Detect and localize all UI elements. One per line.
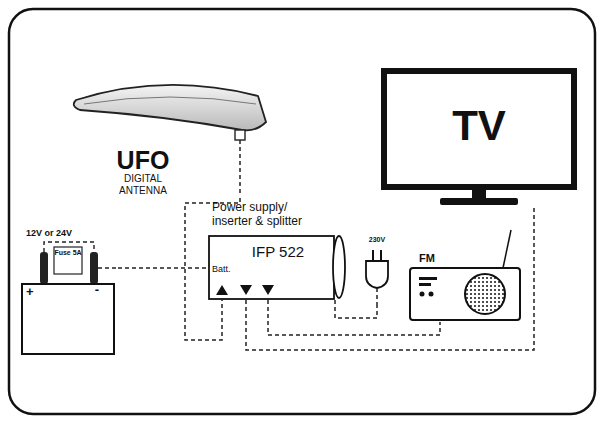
power-supply-box: Power supply/ inserter & splitterIFP 522…: [208, 235, 345, 300]
node-text: -: [90, 283, 104, 298]
node-text: 230V: [360, 236, 394, 244]
mains-plug-outline: [362, 236, 392, 306]
node-text: IFP 522: [238, 243, 318, 260]
node-text: DIGITAL ANTENNA: [115, 173, 171, 196]
node-text: Power supply/ inserter & splitter: [212, 201, 328, 229]
coax-cable: [335, 300, 377, 318]
mains-plug: 230V: [362, 236, 392, 306]
fuse-label: Fuse 5A: [54, 249, 82, 256]
node-text: Batt.: [212, 264, 242, 274]
node-text: UFO: [108, 146, 178, 175]
fm-radio: FM: [405, 252, 525, 322]
coax-cable: [118, 267, 208, 269]
battery: 12V or 24V + -: [18, 228, 118, 358]
node-text: FM: [419, 252, 449, 265]
node-text: 12V or 24V: [26, 228, 96, 238]
tv-set: TV: [380, 68, 578, 208]
node-text: TV: [420, 102, 538, 150]
antenna: UFODIGITAL ANTENNA: [70, 70, 270, 198]
antenna-outline: [70, 70, 270, 195]
node-text: +: [26, 285, 40, 300]
